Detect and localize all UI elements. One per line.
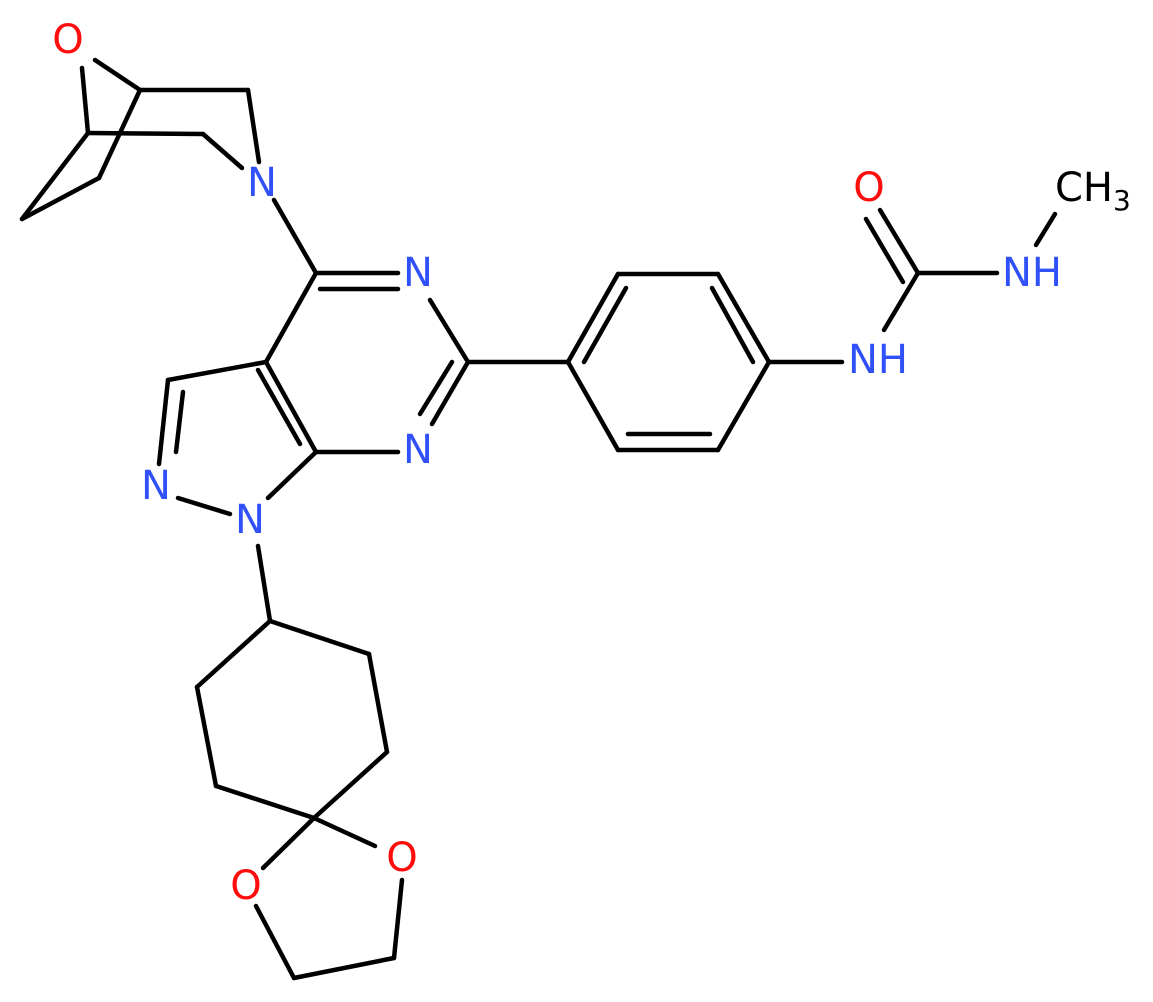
bond <box>19 130 91 222</box>
bond <box>565 271 621 365</box>
bond <box>194 684 219 789</box>
bond <box>311 815 378 849</box>
atom-label-methyl: CH3 <box>1055 165 1131 217</box>
bond <box>267 618 372 657</box>
bond <box>366 651 390 755</box>
bond <box>213 783 317 821</box>
bond <box>715 271 772 365</box>
methyl-ch: CH <box>1055 165 1113 211</box>
bond <box>429 359 471 427</box>
spiro-bonds <box>194 543 405 981</box>
bond <box>417 359 455 417</box>
bond <box>156 377 171 467</box>
bond <box>96 87 143 181</box>
bond <box>165 359 269 383</box>
atom-labels: O N N N N N NH NH O CH3 O O <box>52 17 1131 909</box>
atom-label-nitrogen: N <box>403 427 433 473</box>
bond <box>245 87 262 165</box>
atom-label-oxygen: O <box>230 863 261 909</box>
bond <box>255 367 303 447</box>
bond <box>311 749 390 821</box>
bond <box>863 216 906 285</box>
bond <box>715 359 772 453</box>
bond <box>79 65 91 136</box>
phenyl-bonds <box>465 271 772 453</box>
atom-label-nh: NH <box>1002 250 1062 296</box>
bond <box>877 207 921 276</box>
bond <box>271 197 319 276</box>
core-bonds <box>156 270 471 517</box>
bond <box>253 903 297 981</box>
bond <box>19 175 102 222</box>
bond <box>175 495 233 517</box>
bond <box>260 815 317 871</box>
bond <box>200 131 245 171</box>
bond <box>427 297 471 365</box>
bond <box>581 285 629 365</box>
urea-bonds <box>766 207 1058 365</box>
bond <box>255 543 273 624</box>
atom-label-nitrogen: N <box>247 160 277 206</box>
bond <box>565 359 621 453</box>
bond <box>194 618 273 690</box>
bond <box>92 57 143 93</box>
bond <box>391 877 405 961</box>
bond <box>291 955 397 981</box>
bond <box>1033 211 1058 248</box>
atom-label-oxygen: O <box>52 17 83 63</box>
atom-label-nitrogen: N <box>141 463 171 509</box>
methyl-subscript: 3 <box>1113 184 1131 217</box>
bond <box>709 285 756 365</box>
bond <box>85 130 206 137</box>
bond <box>263 270 319 365</box>
atom-label-nitrogen: N <box>403 250 433 296</box>
bond <box>263 359 319 455</box>
bond <box>881 270 921 333</box>
bond <box>173 389 186 455</box>
atom-label-oxygen: O <box>853 165 884 211</box>
atom-label-oxygen: O <box>386 835 417 881</box>
bond <box>265 449 319 501</box>
atom-label-nh: NH <box>848 337 908 383</box>
bicyclic-bonds <box>19 57 319 276</box>
atom-label-nitrogen: N <box>235 497 265 543</box>
